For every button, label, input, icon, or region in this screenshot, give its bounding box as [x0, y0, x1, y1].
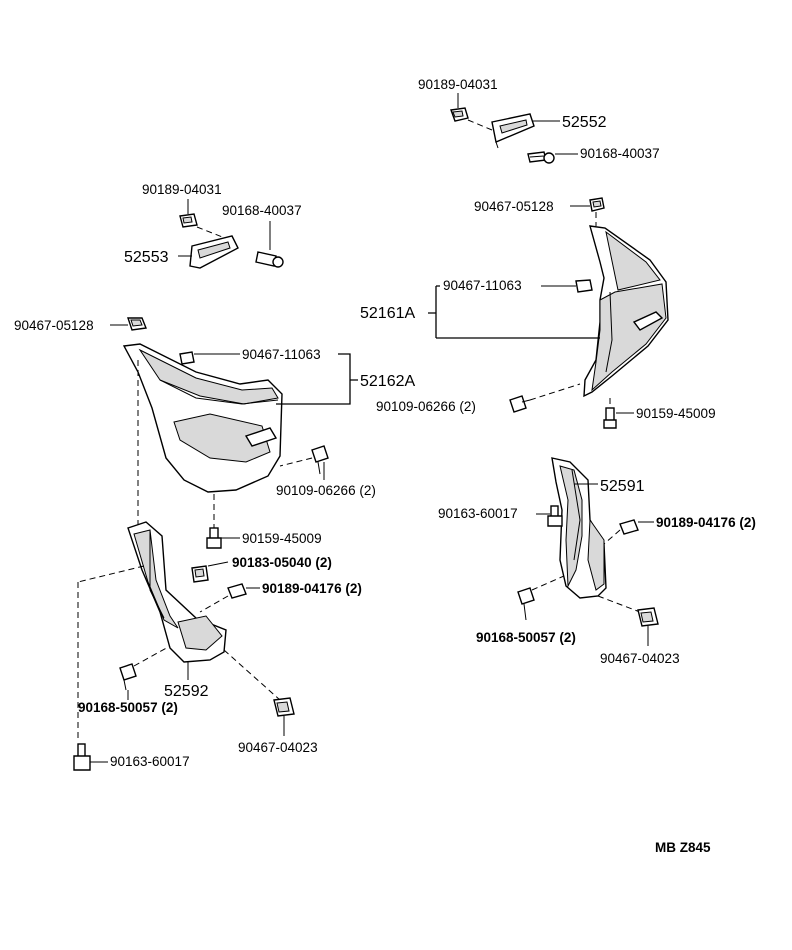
label-90168-40037-left: 90168-40037 [222, 203, 302, 218]
dash-line [196, 226, 231, 241]
label-52162A: 52162A [360, 373, 415, 390]
nut-icon [191, 565, 209, 583]
screw-icon [227, 583, 247, 599]
dash-line [199, 595, 229, 613]
left-bumper-group: 90467-05128 90467-11063 52162A 90109-062… [14, 317, 415, 549]
clip-icon [575, 279, 593, 293]
screw-icon [311, 445, 329, 475]
mudguard-52591-icon [551, 457, 607, 599]
label-90467-11063-left: 90467-11063 [242, 347, 321, 362]
label-90168-50057-left: 90168-50057 (2) [78, 700, 178, 715]
dash-line [467, 119, 493, 131]
label-90467-04023-left: 90467-04023 [238, 740, 318, 755]
bracket-leader [276, 353, 358, 405]
screw-icon [509, 395, 531, 413]
right-mudguard-group: 52591 90163-60017 90189-04176 (2) 90168-… [438, 457, 756, 666]
clip-icon [450, 107, 469, 122]
label-90109-06266-right: 90109-06266 (2) [376, 399, 476, 414]
label-90168-50057-right: 90168-50057 (2) [476, 630, 576, 645]
right-bumper-group: 90467-05128 90467-11063 52161A 90109-062… [360, 197, 716, 429]
label-90183-05040: 90183-05040 (2) [232, 555, 332, 570]
screw-icon [603, 407, 617, 429]
dash-line [597, 595, 641, 613]
label-90189-04176-right: 90189-04176 (2) [656, 515, 756, 530]
screw-icon [517, 587, 535, 621]
left-bracket-group: 90189-04031 90168-40037 52553 [124, 182, 302, 269]
clip-icon [179, 213, 198, 228]
label-52553: 52553 [124, 249, 169, 266]
bolt-icon [255, 251, 284, 268]
nut-icon [273, 697, 295, 717]
dash-line [529, 383, 581, 401]
bolt-icon [73, 743, 91, 771]
label-90189-04176-left: 90189-04176 (2) [262, 581, 362, 596]
label-90163-60017-right: 90163-60017 [438, 506, 518, 521]
dash-line [531, 575, 565, 591]
bracket-52552-icon [491, 113, 535, 149]
label-52592: 52592 [164, 683, 209, 700]
screw-icon [206, 527, 222, 549]
nut-icon [637, 607, 659, 627]
top-right-bracket-group: 90189-04031 52552 90168-40037 [418, 77, 660, 164]
label-90159-45009-left: 90159-45009 [242, 531, 322, 546]
bracket-leader [428, 285, 600, 339]
bumper-52162A-icon [122, 343, 283, 493]
label-90189-04031-top: 90189-04031 [418, 77, 498, 92]
mudguard-52592-icon [127, 521, 227, 663]
dash-line [603, 529, 621, 545]
dash-line [279, 457, 313, 467]
screw-icon [619, 519, 639, 535]
bracket-52553-icon [189, 235, 239, 269]
bolt-icon [547, 505, 563, 527]
label-90168-40037-top: 90168-40037 [580, 146, 660, 161]
clip-icon [179, 351, 195, 365]
label-52552: 52552 [562, 114, 607, 131]
label-90467-04023-right: 90467-04023 [600, 651, 680, 666]
bolt-icon [527, 151, 555, 164]
screw-icon [119, 663, 137, 691]
dash-line [77, 565, 145, 583]
clip-icon [127, 317, 147, 331]
label-90189-04031-left: 90189-04031 [142, 182, 222, 197]
clip-icon [589, 197, 605, 212]
dash-line [133, 645, 171, 667]
dash-line [223, 649, 281, 701]
left-mudguard-group: 90183-05040 (2) 90189-04176 (2) 52592 90… [73, 521, 362, 771]
label-90467-05128-right: 90467-05128 [474, 199, 554, 214]
label-90467-05128-left: 90467-05128 [14, 318, 94, 333]
diagram-code: MB Z845 [655, 840, 711, 855]
leader-line [207, 561, 229, 567]
label-90109-06266-left: 90109-06266 (2) [276, 483, 376, 498]
label-90467-11063-right: 90467-11063 [443, 278, 522, 293]
label-52591: 52591 [600, 478, 645, 495]
label-52161A: 52161A [360, 305, 415, 322]
bumper-52161A-icon [583, 225, 669, 398]
label-90159-45009-right: 90159-45009 [636, 406, 716, 421]
label-90163-60017-left: 90163-60017 [110, 754, 190, 769]
